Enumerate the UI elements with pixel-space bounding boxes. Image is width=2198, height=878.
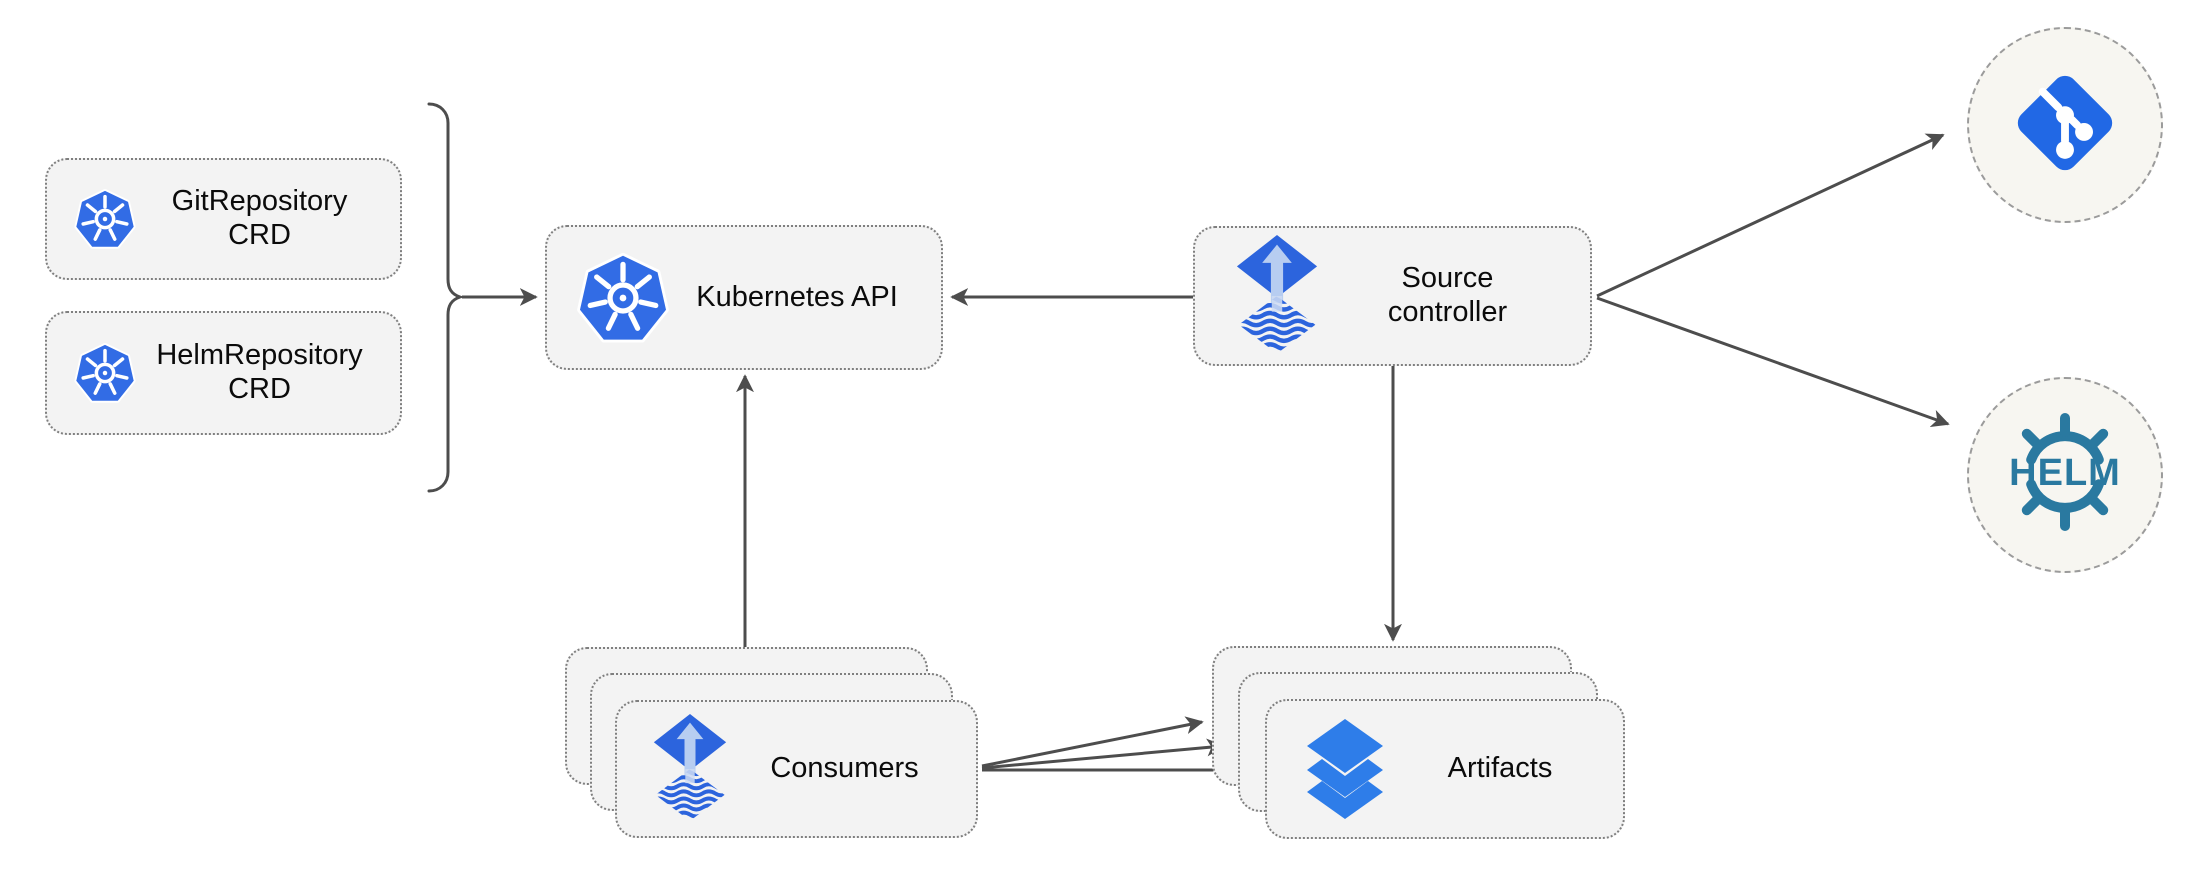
helm-wheel-icon: HELM <box>1990 410 2140 540</box>
edge-consumers-to-artifacts-2 <box>981 738 1225 770</box>
flux-icon <box>1231 235 1323 357</box>
node-label: Artifacts <box>1447 752 1553 785</box>
node-label-line1: Source <box>1401 262 1494 295</box>
brace-connector <box>427 102 465 493</box>
node-label-line1: GitRepository <box>171 185 348 218</box>
node-label: HelmRepository CRD <box>137 339 400 406</box>
git-icon <box>2009 67 2121 184</box>
node-label: Source controller <box>1323 262 1590 329</box>
node-artifacts: Artifacts <box>1265 699 1625 839</box>
node-source-controller: Source controller <box>1193 226 1592 366</box>
layers-icon <box>1295 713 1395 825</box>
node-label-line2: CRD <box>228 219 291 251</box>
flux-icon <box>649 714 731 824</box>
node-kubernetes-api: Kubernetes API <box>545 225 943 370</box>
node-git <box>1967 27 2163 223</box>
kubernetes-icon <box>73 187 137 251</box>
node-label-line2: controller <box>1387 296 1508 328</box>
edge-consumers-to-artifacts-1 <box>981 716 1204 768</box>
node-helm: HELM <box>1967 377 2163 573</box>
helm-label: HELM <box>2009 451 2121 494</box>
node-label: GitRepository CRD <box>137 185 400 252</box>
edge-source-to-helm <box>1596 296 1950 427</box>
node-label-line1: HelmRepository <box>156 339 363 372</box>
node-label: Consumers <box>770 752 919 785</box>
node-consumers: Consumers <box>615 700 978 838</box>
node-label: Kubernetes API <box>696 280 898 313</box>
edge-source-to-git <box>1596 133 1945 298</box>
node-label-line2: CRD <box>228 373 291 405</box>
node-helmrepository-crd: HelmRepository CRD <box>45 311 402 435</box>
kubernetes-icon <box>575 250 671 346</box>
kubernetes-icon <box>73 341 137 405</box>
node-gitrepository-crd: GitRepository CRD <box>45 158 402 280</box>
